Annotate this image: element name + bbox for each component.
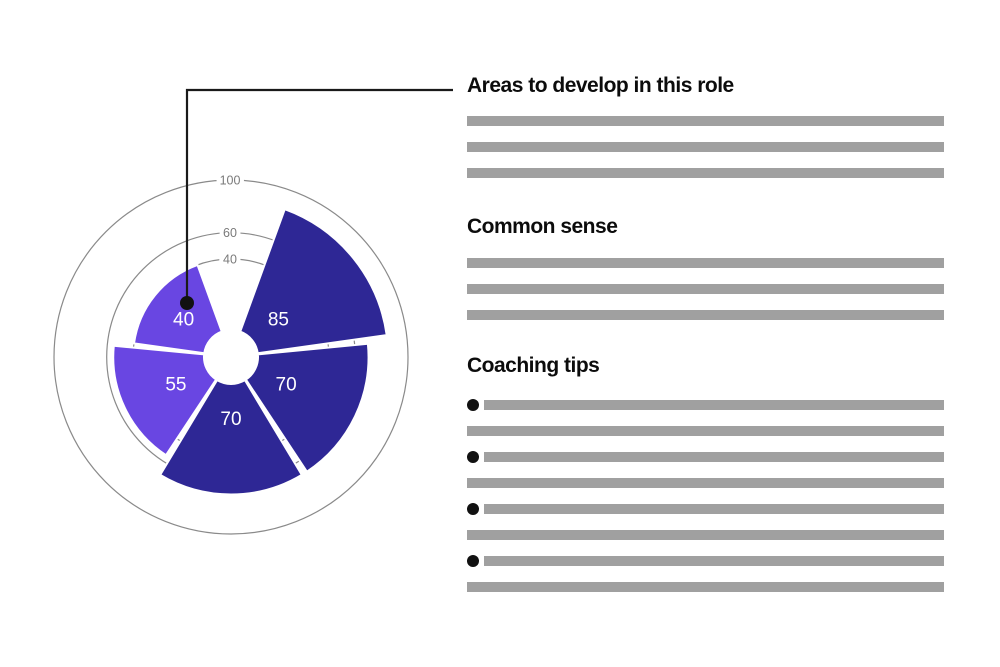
redacted-text-line	[467, 168, 944, 178]
segment-value-label: 85	[268, 310, 289, 331]
bullet-dot-icon	[467, 555, 479, 567]
ring-tick-label-60: 60	[223, 226, 237, 240]
redacted-text-line	[484, 556, 944, 566]
redacted-text-line	[467, 284, 944, 294]
redacted-text-line	[467, 116, 944, 126]
redacted-text-line	[484, 504, 944, 514]
coaching-tip-wrap-line	[467, 581, 944, 593]
redacted-text-line	[467, 142, 944, 152]
chart-segment-85-0[interactable]	[238, 207, 388, 355]
coaching-tip-wrap-line	[467, 529, 944, 541]
chart-segment-40-4[interactable]	[132, 263, 224, 355]
coaching-tip-wrap-line	[467, 477, 944, 489]
redacted-text-line	[484, 400, 944, 410]
coaching-tip-item	[467, 503, 944, 515]
coaching-tip-item	[467, 399, 944, 411]
coaching-tips-list	[467, 399, 944, 593]
chart-segment-70-1[interactable]	[244, 342, 370, 474]
redacted-paragraph	[467, 116, 944, 178]
bullet-dot-icon	[467, 503, 479, 515]
segment-value-label: 70	[276, 374, 297, 395]
segment-value-label: 70	[220, 409, 241, 430]
bullet-dot-icon	[467, 399, 479, 411]
chart-segment-55-3[interactable]	[112, 344, 218, 457]
grid-ring-100	[53, 179, 409, 535]
ring-tick-label-100: 100	[220, 174, 241, 188]
section-title-areas-to-develop: Areas to develop in this role	[467, 74, 734, 97]
development-areas-polar-chart: 85 70 70 55 40 40 60 100	[53, 88, 453, 535]
chart-segment-70-2[interactable]	[158, 378, 304, 496]
callout-dot	[180, 296, 194, 310]
section-common-sense: Common sense	[467, 214, 944, 320]
section-coaching-tips: Coaching tips	[467, 353, 944, 593]
callout-line	[185, 88, 453, 297]
redacted-text-line	[484, 452, 944, 462]
callout	[180, 88, 453, 310]
section-title-common-sense: Common sense	[467, 215, 618, 238]
ring-tick-labels: 40 60 100	[216, 170, 245, 271]
section-areas-to-develop: Areas to develop in this role	[467, 73, 944, 178]
bullet-dot-icon	[467, 451, 479, 463]
coaching-tip-item	[467, 555, 944, 567]
coaching-tip-item	[467, 451, 944, 463]
segment-value-label: 55	[165, 374, 186, 395]
redacted-text-line	[467, 258, 944, 268]
section-title-coaching-tips: Coaching tips	[467, 354, 600, 377]
redacted-text-line	[467, 310, 944, 320]
redacted-text-line	[467, 426, 944, 436]
redacted-text-line	[467, 582, 944, 592]
coaching-tip-wrap-line	[467, 425, 944, 437]
redacted-text-line	[467, 530, 944, 540]
segment-value-label: 40	[173, 310, 194, 331]
ring-tick-label-40: 40	[223, 253, 237, 267]
redacted-paragraph	[467, 258, 944, 320]
redacted-text-line	[467, 478, 944, 488]
segment-value-labels: 85 70 70 55 40	[165, 310, 296, 430]
chart-segments	[112, 207, 388, 496]
